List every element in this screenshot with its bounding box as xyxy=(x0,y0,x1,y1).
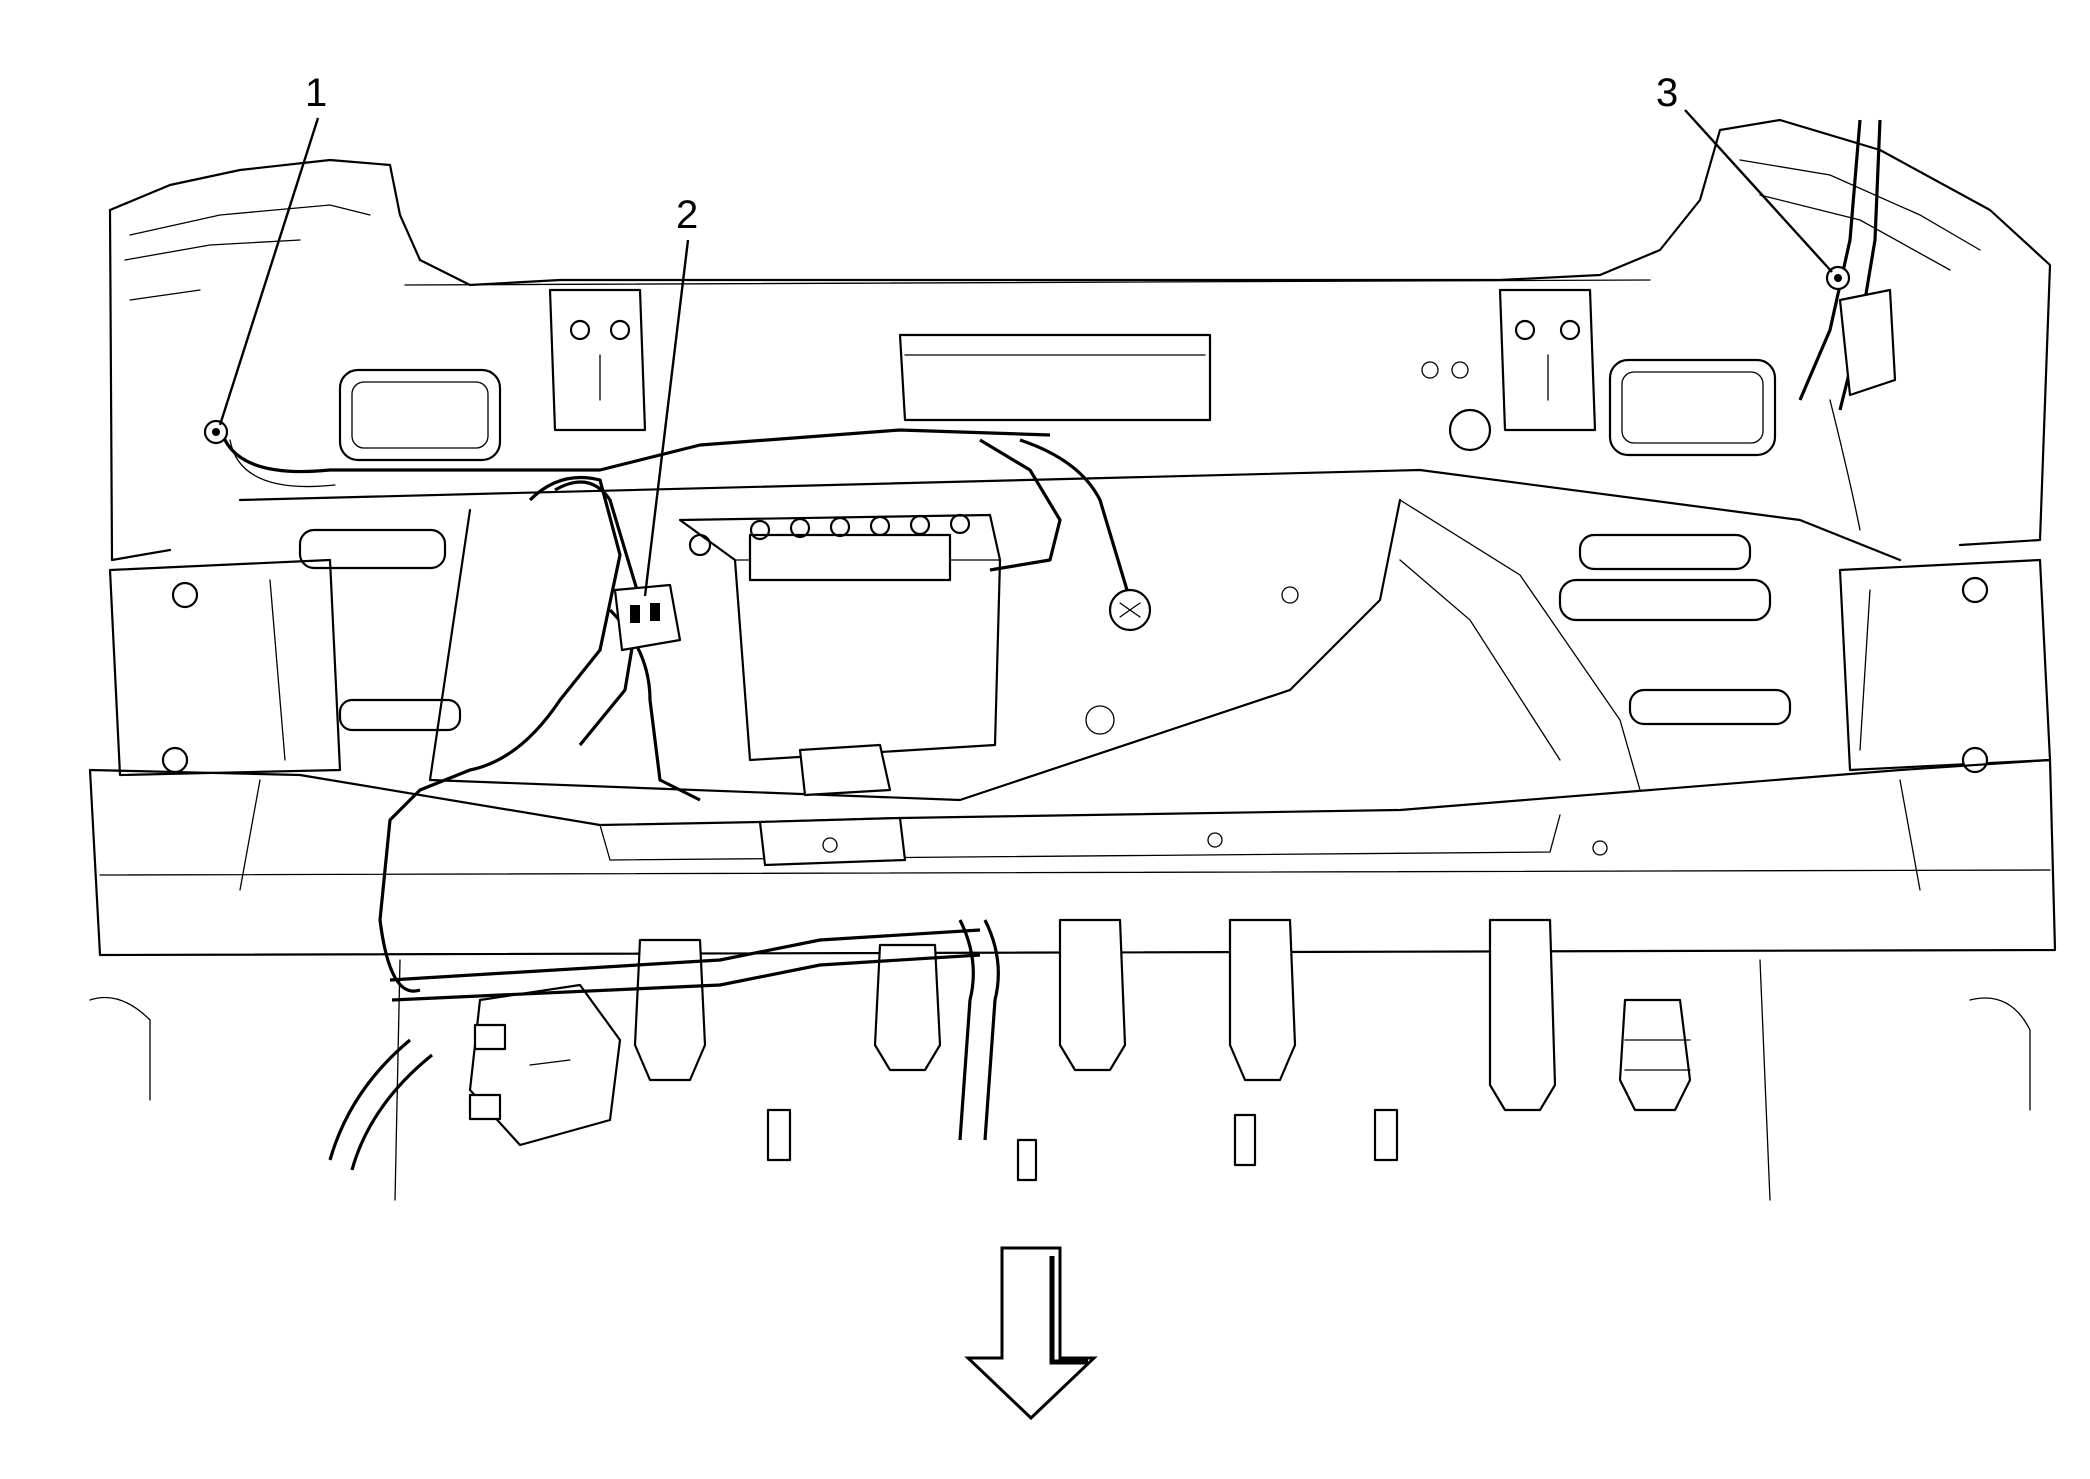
callout-2-label: 2 xyxy=(676,193,698,237)
battery xyxy=(678,513,1002,797)
trunk-floor-pan xyxy=(238,468,1902,802)
rear-crossmember xyxy=(88,758,2057,957)
left-side-bracket xyxy=(108,558,342,777)
callout-3-label: 3 xyxy=(1656,71,1678,115)
callout-3: 3 xyxy=(1656,71,1833,273)
callout-1: 1 xyxy=(218,71,327,426)
wiring-harness xyxy=(218,119,1897,1171)
mounting-studs xyxy=(766,1108,1399,1182)
rear-body-panel xyxy=(108,118,2052,562)
harness-ground-left xyxy=(203,419,229,445)
arrow-down-icon xyxy=(964,1246,1098,1421)
right-side-bracket xyxy=(1838,558,2052,774)
electrical-module xyxy=(468,983,622,1147)
callout-1-label: 1 xyxy=(305,71,327,115)
battery-harness-connector xyxy=(613,583,682,652)
lower-bumper-mounts xyxy=(89,918,2031,1201)
callout-2: 2 xyxy=(643,193,698,597)
harness-ground-right xyxy=(1825,265,1851,291)
